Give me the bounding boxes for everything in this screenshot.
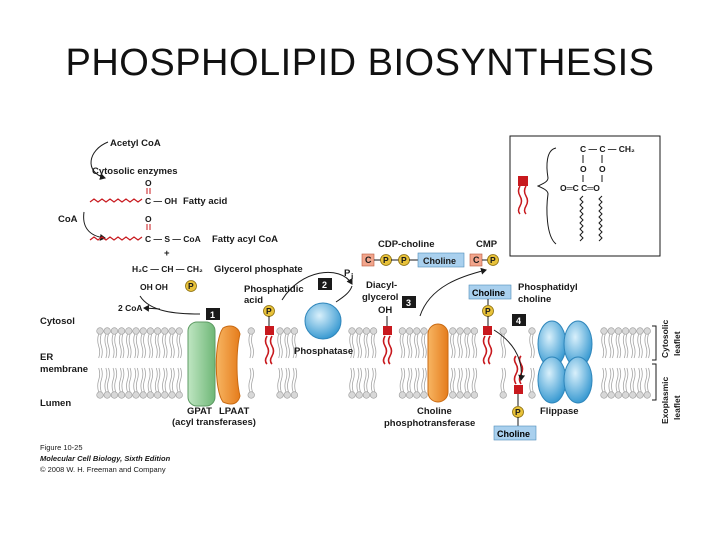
step-1-number: 1 xyxy=(210,310,215,320)
phosphatidic-acid-label-2: acid xyxy=(244,295,263,306)
phosphatidylcholine-choline-box xyxy=(468,284,512,300)
plus-sign: + xyxy=(164,248,170,259)
cdp-choline-molecule: C P P Choline xyxy=(361,252,465,268)
cmp-label: CMP xyxy=(476,239,498,250)
fatty-acid-label: Fatty acid xyxy=(183,196,228,207)
svg-text:P: P xyxy=(401,255,407,265)
fatty-acyl-coa-o: O xyxy=(145,214,152,224)
inset-formula-top: C — C — CH₂ xyxy=(580,144,635,154)
glycerol-formula-top: H₂C — CH — CH₂ xyxy=(132,264,203,274)
choline-phosphotransferase-protein xyxy=(427,323,449,403)
fatty-acyl-coa-label: Fatty acyl CoA xyxy=(212,234,278,245)
inset-tail-1 xyxy=(517,185,523,215)
caption-copyright: © 2008 W. H. Freeman and Company xyxy=(40,465,166,474)
svg-text:P: P xyxy=(383,255,389,265)
cytosolic-enzymes-label: Cytosolic enzymes xyxy=(92,166,178,177)
inset-tail-2 xyxy=(523,185,529,215)
coa-label: CoA xyxy=(58,214,78,225)
pi-subscript: i xyxy=(351,271,353,281)
exoplasmic-leaflet-label-1: Exoplasmic xyxy=(660,376,670,424)
phosphatase-label: Phosphatase xyxy=(294,346,353,357)
fatty-acid-c-oh: C — OH xyxy=(145,196,177,206)
lipid-phosphatidic-acid xyxy=(264,326,275,365)
flipped-lipid-choline-box xyxy=(493,425,537,441)
exoplasmic-leaflet-label-2: leaflet xyxy=(672,395,682,420)
svg-text:P: P xyxy=(490,255,496,265)
lipid-diacylglycerol xyxy=(382,326,393,365)
step-3-number: 3 xyxy=(406,298,411,308)
phosphatase-protein xyxy=(304,302,342,340)
glycerol-formula-bottom: OH OH xyxy=(140,282,168,292)
caption-figure-number: Figure 10-25 xyxy=(40,443,83,452)
glycerol-phosphate-label: Glycerol phosphate xyxy=(214,264,303,275)
flippase-protein xyxy=(537,320,593,404)
cdp-choline-label: CDP-choline xyxy=(378,239,434,250)
phosphatidic-acid-label-1: Phosphatidic xyxy=(244,284,304,295)
diacylglycerol-label-1: Diacyl- xyxy=(366,280,397,291)
fatty-acyl-coa-formula: C — S — CoA xyxy=(145,234,201,244)
caption-book-title: Molecular Cell Biology, Sixth Edition xyxy=(40,454,171,463)
lipid-phosphatidylcholine xyxy=(482,326,493,365)
lpaat-protein xyxy=(215,325,241,405)
choline-phosphotransferase-label-2: phosphotransferase xyxy=(384,418,475,429)
page-title: PHOSPHOLIPID BIOSYNTHESIS xyxy=(65,42,655,84)
cytosol-label: Cytosol xyxy=(40,316,75,327)
svg-text:C: C xyxy=(473,255,480,265)
diacylglycerol-oh: OH xyxy=(378,305,392,316)
glycerol-phosphate-p-text: P xyxy=(188,281,194,291)
phosphatidic-acid-p-text: P xyxy=(266,306,272,316)
step-4-number: 4 xyxy=(516,316,521,326)
cytosolic-leaflet-label-1: Cytosolic xyxy=(660,319,670,358)
step-2-number: 2 xyxy=(322,280,327,290)
fatty-acyl-coa-chain xyxy=(89,236,143,241)
er-membrane-label-2: membrane xyxy=(40,364,88,375)
glycerol-phosphate-p xyxy=(185,280,197,292)
cytosolic-leaflet-label-2: leaflet xyxy=(672,331,682,356)
gpat-protein xyxy=(187,321,216,407)
svg-text:P: P xyxy=(515,407,521,417)
acetyl-coa-label: Acetyl CoA xyxy=(110,138,161,149)
phosphatidylcholine-choline-text: Choline xyxy=(472,288,505,298)
flippase-label: Flippase xyxy=(540,406,579,417)
inset-brace xyxy=(536,147,557,245)
cmp-molecule: C P xyxy=(469,253,499,267)
lumen-label: Lumen xyxy=(40,398,71,409)
svg-text:Choline: Choline xyxy=(423,256,456,266)
inset-o-2: O xyxy=(599,164,606,174)
er-membrane-label-1: ER xyxy=(40,352,53,363)
phosphatidylcholine-label-1: Phosphatidyl xyxy=(518,282,578,293)
phosphatidylcholine-label-2: choline xyxy=(518,294,551,305)
inset-headgroup xyxy=(518,176,528,186)
pi-label: P xyxy=(344,268,351,279)
step-3-box xyxy=(402,296,416,308)
acyl-transferases-label: (acyl transferases) xyxy=(172,417,256,428)
step-4-box xyxy=(512,314,526,326)
svg-text:P: P xyxy=(485,306,491,316)
inset-formula-bottom: O═C C═O xyxy=(560,183,600,193)
flipped-lipid-choline-text: Choline xyxy=(497,429,530,439)
choline-phosphotransferase-label-1: Choline xyxy=(417,406,452,417)
svg-text:C: C xyxy=(365,255,372,265)
fatty-acid-chain xyxy=(89,198,143,203)
structure-inset-frame xyxy=(509,135,661,257)
inset-o-1: O xyxy=(580,164,587,174)
lpaat-label: LPAAT xyxy=(219,406,249,417)
cytosolic-leaflet-bracket xyxy=(652,325,657,361)
exoplasmic-leaflet-bracket xyxy=(652,363,657,401)
fatty-acid-o: O xyxy=(145,178,152,188)
inset-chain-1 xyxy=(579,195,584,242)
step-1-box xyxy=(206,308,220,320)
two-coa-label: 2 CoA xyxy=(118,303,143,313)
er-membrane-bilayer xyxy=(96,327,651,399)
gpat-label: GPAT xyxy=(187,406,212,417)
inset-chain-2 xyxy=(598,195,603,242)
diacylglycerol-label-2: glycerol xyxy=(362,292,398,303)
step-2-box xyxy=(318,278,332,290)
